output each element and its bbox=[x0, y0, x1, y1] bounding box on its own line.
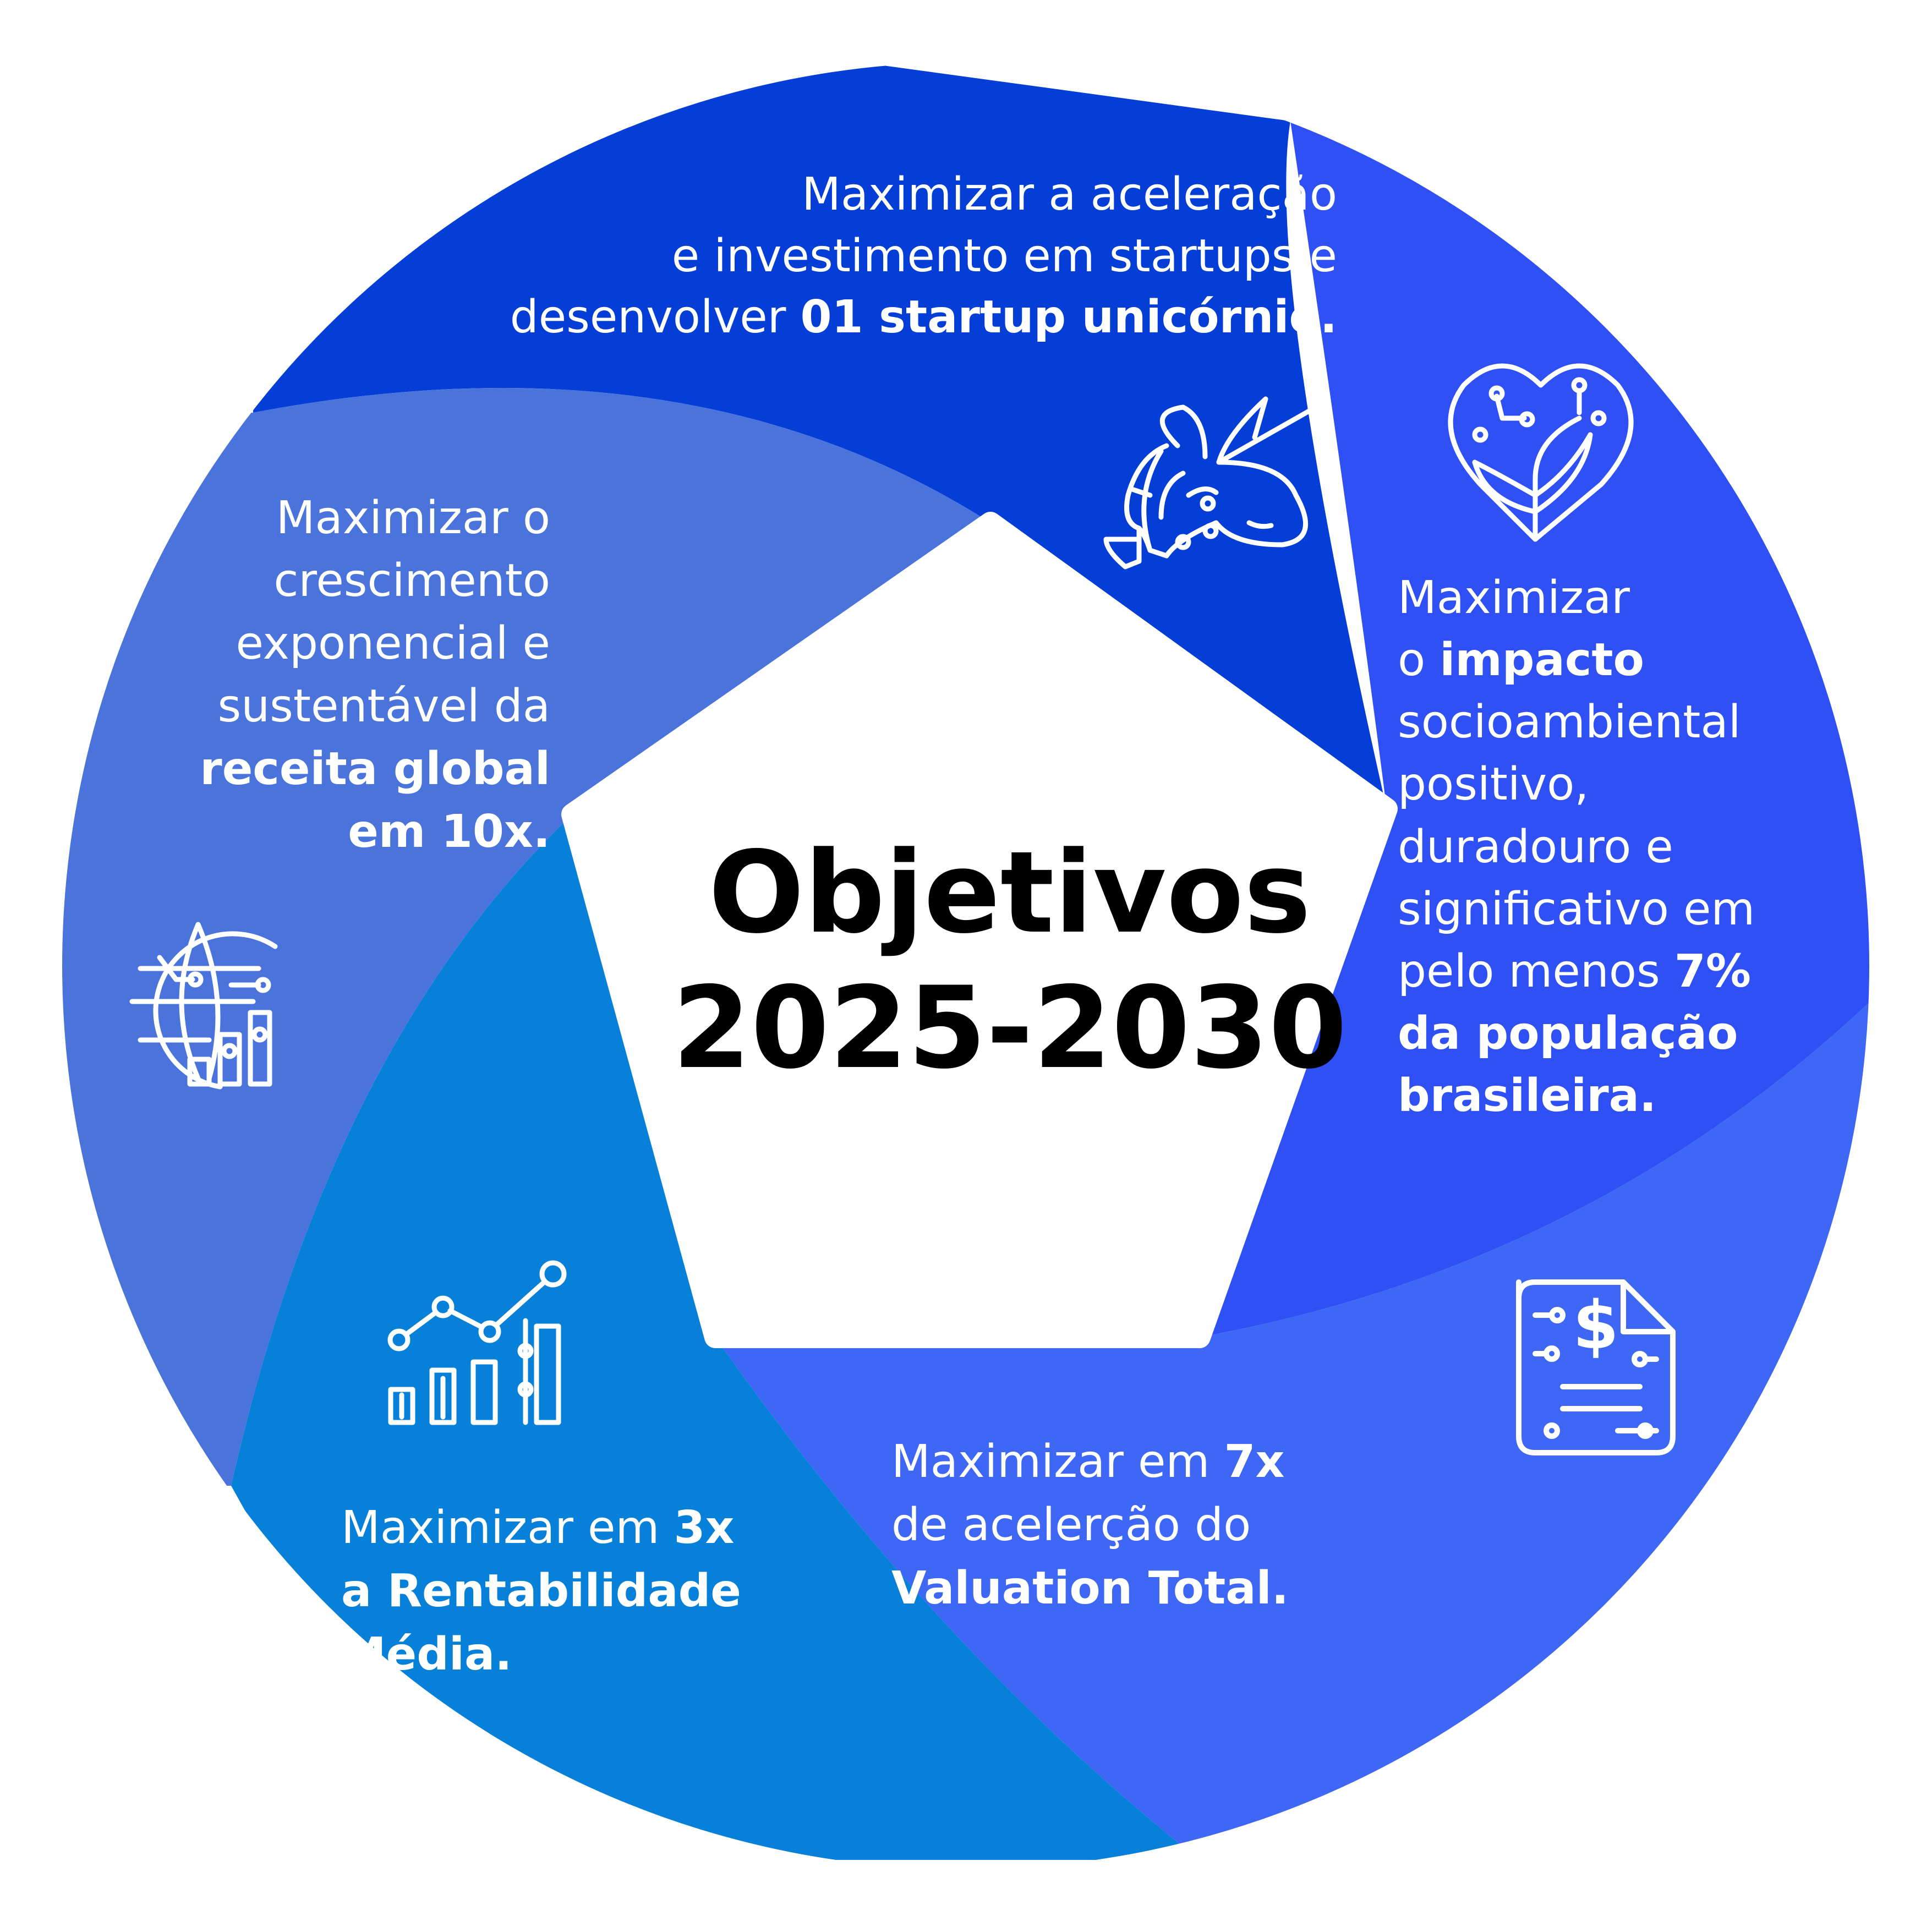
text-run: exponencial e bbox=[236, 617, 550, 670]
bold-text-run: receita global bbox=[200, 742, 550, 795]
text-line: sustentável da bbox=[132, 675, 550, 738]
bold-text-run: a Rentabilidade bbox=[341, 1564, 741, 1617]
text-line: significativo em bbox=[1398, 878, 1755, 940]
text-line: de acelerção do bbox=[891, 1494, 1289, 1557]
text-run: Maximizar bbox=[1398, 572, 1630, 624]
text-run: Maximizar o bbox=[276, 492, 550, 544]
segment-text-receita: Maximizar o crescimento exponencial e suste… bbox=[132, 487, 550, 863]
heart-circuit-leaf-icon bbox=[1448, 363, 1634, 542]
bold-text-run: brasileira. bbox=[1398, 1070, 1657, 1123]
text-line: o impacto bbox=[1398, 629, 1755, 691]
text-run: crescimento bbox=[273, 554, 550, 607]
title-line-2: 2025-2030 bbox=[672, 963, 1348, 1094]
text-run: e investimento em startups e bbox=[671, 229, 1337, 282]
bold-text-run: 3x bbox=[674, 1502, 735, 1554]
text-line: receita global bbox=[132, 738, 550, 801]
text-line: duradouro e bbox=[1398, 816, 1755, 878]
bold-text-run: 01 startup unicórnio. bbox=[800, 291, 1337, 344]
text-run: Maximizar em bbox=[341, 1502, 674, 1554]
text-run: Maximizar em bbox=[891, 1436, 1224, 1488]
text-line: e investimento em startups e bbox=[440, 226, 1337, 287]
text-line: Maximizar bbox=[1398, 567, 1755, 629]
globe-chart-icon bbox=[129, 922, 278, 1090]
text-run: positivo, bbox=[1398, 758, 1589, 811]
dollar-sign-glyph: $ bbox=[1573, 1288, 1619, 1364]
text-line: exponencial e bbox=[132, 612, 550, 675]
text-run: duradouro e bbox=[1398, 820, 1673, 873]
text-run: Maximizar a aceleração bbox=[802, 168, 1337, 221]
text-line: desenvolver 01 startup unicórnio. bbox=[440, 287, 1337, 348]
text-line: em 10x. bbox=[132, 801, 550, 863]
text-line: positivo, bbox=[1398, 753, 1755, 816]
segment-left bbox=[62, 388, 990, 1486]
text-line: brasileira. bbox=[1398, 1065, 1755, 1127]
unicorn-icon bbox=[1103, 396, 1323, 570]
center-title: Objetivos 2025-2030 bbox=[605, 825, 1414, 1096]
text-run: pelo menos bbox=[1398, 945, 1674, 998]
bold-text-run: Média. bbox=[341, 1628, 512, 1681]
bold-text-run: 7% bbox=[1674, 945, 1751, 998]
bold-text-run: 7x bbox=[1224, 1436, 1285, 1488]
text-line: Maximizar em 3x bbox=[341, 1497, 741, 1560]
bold-text-run: impacto bbox=[1440, 634, 1644, 687]
text-line: Média. bbox=[341, 1623, 741, 1687]
segment-top bbox=[253, 62, 1387, 809]
growth-chart-icon bbox=[387, 1260, 567, 1425]
bold-text-run: em 10x. bbox=[348, 805, 550, 858]
segment-text-startups: Maximizar a aceleração e investimento em … bbox=[440, 164, 1337, 348]
text-line: crescimento bbox=[132, 550, 550, 612]
text-run: socioambiental bbox=[1398, 696, 1741, 749]
text-line: Valuation Total. bbox=[891, 1557, 1289, 1621]
dollar-document-icon bbox=[1516, 1279, 1676, 1455]
title-line-1: Objetivos bbox=[708, 828, 1311, 959]
text-line: Maximizar o bbox=[132, 487, 550, 550]
text-run: desenvolver bbox=[510, 291, 801, 344]
text-line: socioambiental bbox=[1398, 691, 1755, 753]
text-line: a Rentabilidade bbox=[341, 1560, 741, 1623]
text-run: sustentável da bbox=[217, 680, 550, 732]
text-run: o bbox=[1398, 634, 1440, 687]
center-pentagon bbox=[561, 512, 1398, 1348]
text-line: pelo menos 7% bbox=[1398, 940, 1755, 1003]
text-run: de acelerção do bbox=[891, 1498, 1251, 1551]
text-line: Maximizar a aceleração bbox=[440, 164, 1337, 226]
bold-text-run: Valuation Total. bbox=[891, 1562, 1289, 1614]
text-run: significativo em bbox=[1398, 883, 1755, 935]
bold-text-run: da população bbox=[1398, 1008, 1738, 1060]
text-line: Maximizar em 7x bbox=[891, 1431, 1289, 1494]
text-line: da população bbox=[1398, 1003, 1755, 1065]
